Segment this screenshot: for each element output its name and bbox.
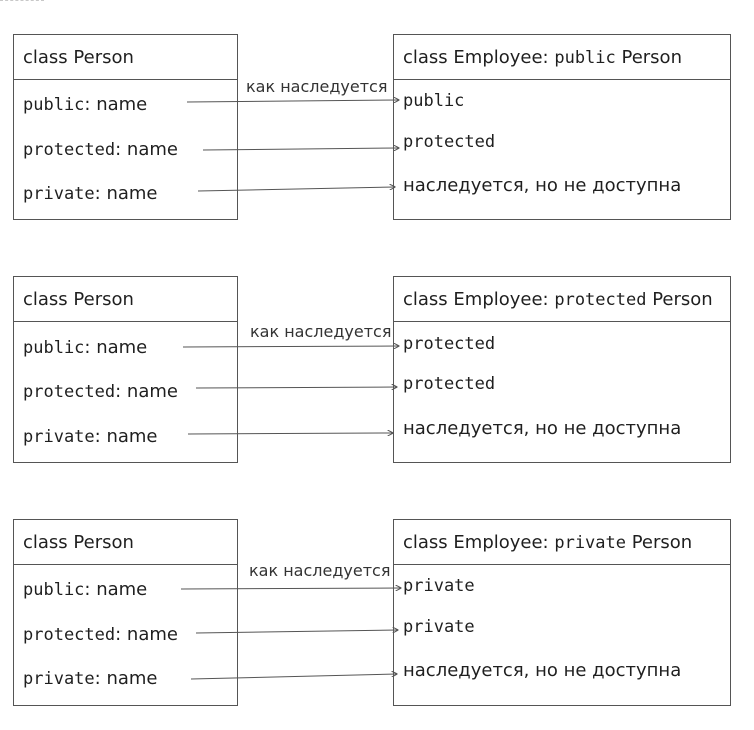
base-member-public: public: name bbox=[23, 337, 147, 359]
arrow-caption: как наследуется bbox=[250, 322, 392, 341]
derived-class-box-3: class Employee: private Person private p… bbox=[393, 519, 731, 706]
arrow-private bbox=[197, 187, 395, 192]
arrow-protected bbox=[202, 148, 399, 150]
derived-member-1: public bbox=[403, 91, 465, 111]
arrow-public bbox=[180, 588, 401, 589]
base-class-header-2 bbox=[14, 277, 237, 322]
arrow-private bbox=[187, 433, 393, 434]
derived-class-title: class Employee: public Person bbox=[403, 47, 682, 69]
base-member-private: private: name bbox=[23, 183, 158, 205]
access-keyword: private bbox=[23, 184, 95, 204]
base-member-private: private: name bbox=[23, 426, 158, 448]
member-name: : name bbox=[84, 94, 148, 115]
arrow-caption: как наследуется bbox=[246, 77, 388, 96]
derived-member-2: private bbox=[403, 617, 475, 637]
derived-member-1: protected bbox=[403, 334, 496, 354]
derived-member-3: наследуется, но не доступна bbox=[403, 660, 682, 681]
derived-class-title: class Employee: protected Person bbox=[403, 289, 713, 311]
base-member-protected: protected: name bbox=[23, 381, 178, 403]
derived-class-header-2 bbox=[394, 277, 730, 322]
derived-class-header-3 bbox=[394, 520, 730, 565]
derived-class-suffix: Person bbox=[646, 289, 713, 310]
derived-member-2: protected bbox=[403, 132, 496, 152]
base-class-title: class Person bbox=[23, 289, 134, 310]
base-member-protected: protected: name bbox=[23, 139, 178, 161]
base-class-title: class Person bbox=[23, 532, 134, 553]
derived-member-3: наследуется, но не доступна bbox=[403, 175, 682, 196]
derived-class-prefix: class Employee: bbox=[403, 532, 555, 553]
crop-mark bbox=[0, 0, 44, 1]
derived-class-title: class Employee: private Person bbox=[403, 532, 692, 554]
access-keyword: public bbox=[23, 338, 85, 358]
derived-class-box-2: class Employee: protected Person protect… bbox=[393, 276, 731, 463]
member-name: : name bbox=[115, 381, 178, 402]
derived-class-prefix: class Employee: bbox=[403, 289, 555, 310]
access-keyword: protected bbox=[23, 382, 116, 402]
member-name: : name bbox=[94, 668, 158, 689]
base-class-title: class Person bbox=[23, 47, 134, 68]
arrow-protected bbox=[195, 387, 397, 388]
derived-class-suffix: Person bbox=[615, 47, 682, 68]
base-member-public: public: name bbox=[23, 94, 147, 116]
member-name: : name bbox=[84, 337, 148, 358]
member-name: : name bbox=[84, 579, 148, 600]
access-keyword: private bbox=[23, 669, 95, 689]
derived-class-prefix: class Employee: bbox=[403, 47, 555, 68]
inheritance-keyword: private bbox=[554, 533, 626, 553]
inheritance-keyword: public bbox=[554, 48, 616, 68]
member-name: : name bbox=[94, 426, 158, 447]
access-keyword: protected bbox=[23, 625, 116, 645]
base-member-private: private: name bbox=[23, 668, 158, 690]
base-class-header-1 bbox=[14, 35, 237, 80]
access-keyword: public bbox=[23, 95, 85, 115]
access-keyword: public bbox=[23, 580, 85, 600]
arrow-private bbox=[190, 674, 397, 680]
access-keyword: private bbox=[23, 427, 95, 447]
derived-member-3: наследуется, но не доступна bbox=[403, 418, 682, 439]
base-class-box-1: class Person public: name protected: nam… bbox=[13, 34, 238, 220]
member-name: : name bbox=[94, 183, 158, 204]
derived-class-header-1 bbox=[394, 35, 730, 80]
derived-member-2: protected bbox=[403, 374, 496, 394]
base-class-box-2: class Person public: name protected: nam… bbox=[13, 276, 238, 463]
derived-member-1: private bbox=[403, 576, 475, 596]
base-member-protected: protected: name bbox=[23, 624, 178, 646]
member-name: : name bbox=[115, 139, 178, 160]
member-name: : name bbox=[115, 624, 178, 645]
access-keyword: protected bbox=[23, 140, 116, 160]
base-class-header-3 bbox=[14, 520, 237, 565]
derived-class-box-1: class Employee: public Person public pro… bbox=[393, 34, 731, 220]
arrow-protected bbox=[195, 630, 398, 634]
arrow-caption: как наследуется bbox=[249, 561, 391, 580]
base-class-box-3: class Person public: name protected: nam… bbox=[13, 519, 238, 706]
derived-class-suffix: Person bbox=[626, 532, 693, 553]
base-member-public: public: name bbox=[23, 579, 147, 601]
inheritance-keyword: protected bbox=[554, 290, 647, 310]
arrow-public bbox=[182, 346, 399, 347]
arrow-public bbox=[186, 100, 399, 102]
